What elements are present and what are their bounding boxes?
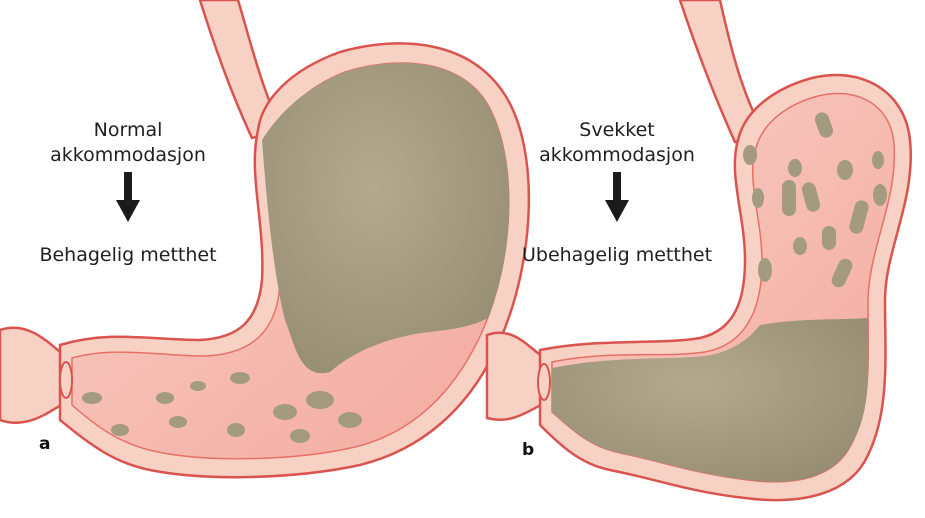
- down-arrow-b: [605, 172, 629, 222]
- pylorus-a: [60, 362, 72, 398]
- accommodation-label-a-line1: Normal: [28, 118, 228, 142]
- result-label-a: Behagelig metthet: [18, 243, 238, 267]
- accommodation-label-b-line1: Svekket: [517, 118, 717, 142]
- stomach-a: [0, 0, 529, 477]
- down-arrow-a: [116, 172, 140, 222]
- panel-letter-a: a: [39, 434, 50, 454]
- result-label-b: Ubehagelig metthet: [502, 243, 732, 267]
- panel-letter-b: b: [522, 440, 534, 460]
- accommodation-label-a-line2: akkommodasjon: [28, 143, 228, 167]
- accommodation-label-b-line2: akkommodasjon: [517, 143, 717, 167]
- pylorus-b: [538, 364, 550, 400]
